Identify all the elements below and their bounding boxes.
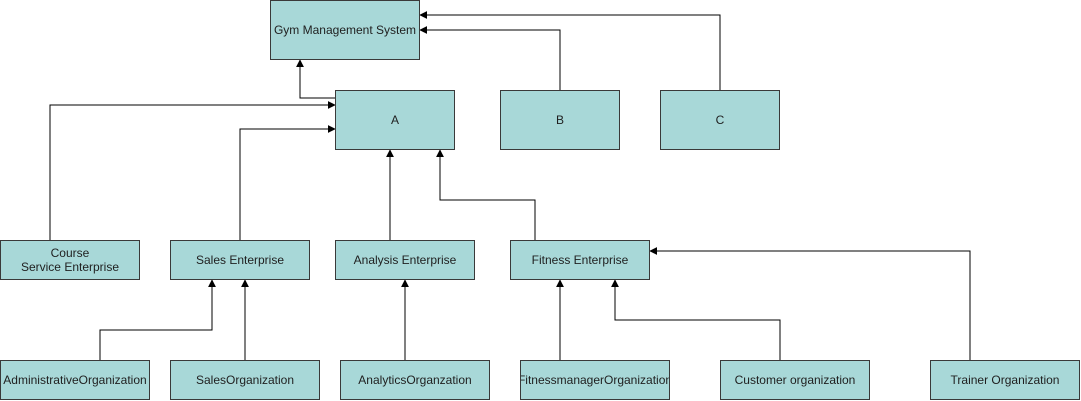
edge-course-to-a bbox=[49, 101, 336, 240]
node-label: Customer organization bbox=[734, 373, 856, 387]
node-analysis-enterprise[interactable]: Analysis Enterprise bbox=[335, 240, 475, 280]
node-fitnessmanager-organization[interactable]: FitnessmanagerOrganization bbox=[520, 360, 670, 400]
node-label: C bbox=[715, 113, 725, 127]
node-administrative-organization[interactable]: AdministrativeOrganization bbox=[0, 360, 150, 400]
node-label: Trainer Organization bbox=[950, 373, 1060, 387]
node-analytics-organization[interactable]: AnalyticsOrganzation bbox=[340, 360, 490, 400]
node-sales-organization[interactable]: SalesOrganization bbox=[170, 360, 320, 400]
edge-a-to-gym bbox=[296, 59, 335, 99]
edge-administrative-org-to-sales-enterprise bbox=[99, 279, 216, 360]
node-label: Analysis Enterprise bbox=[353, 253, 457, 267]
edge-c-to-gym bbox=[419, 11, 721, 90]
edge-customer-org-to-fitness-enterprise bbox=[611, 279, 781, 360]
node-label: AdministrativeOrganization bbox=[3, 373, 147, 387]
node-b[interactable]: B bbox=[500, 90, 620, 150]
node-gym-management-system[interactable]: Gym Management System bbox=[270, 0, 420, 60]
node-label: SalesOrganization bbox=[195, 373, 295, 387]
node-sales-enterprise[interactable]: Sales Enterprise bbox=[170, 240, 310, 280]
node-a[interactable]: A bbox=[335, 90, 455, 150]
edge-b-to-gym bbox=[419, 26, 561, 90]
node-label: AnalyticsOrganzation bbox=[358, 373, 472, 387]
node-fitness-enterprise[interactable]: Fitness Enterprise bbox=[510, 240, 650, 280]
node-label: Fitness Enterprise bbox=[531, 253, 629, 267]
node-label: Sales Enterprise bbox=[195, 253, 285, 267]
edge-sales-enterprise-to-a bbox=[239, 125, 336, 240]
node-customer-organization[interactable]: Customer organization bbox=[720, 360, 870, 400]
node-label: A bbox=[390, 113, 399, 127]
node-c[interactable]: C bbox=[660, 90, 780, 150]
node-label: B bbox=[555, 113, 564, 127]
node-course-service-enterprise[interactable]: Course Service Enterprise bbox=[0, 240, 140, 280]
edge-fitness-enterprise-to-a bbox=[436, 149, 536, 240]
node-trainer-organization[interactable]: Trainer Organization bbox=[930, 360, 1080, 400]
node-label: FitnessmanagerOrganization bbox=[520, 373, 670, 387]
node-label: Course Service Enterprise bbox=[20, 246, 120, 274]
edge-trainer-org-to-fitness-enterprise bbox=[649, 247, 971, 360]
node-label: Gym Management System bbox=[273, 23, 417, 37]
